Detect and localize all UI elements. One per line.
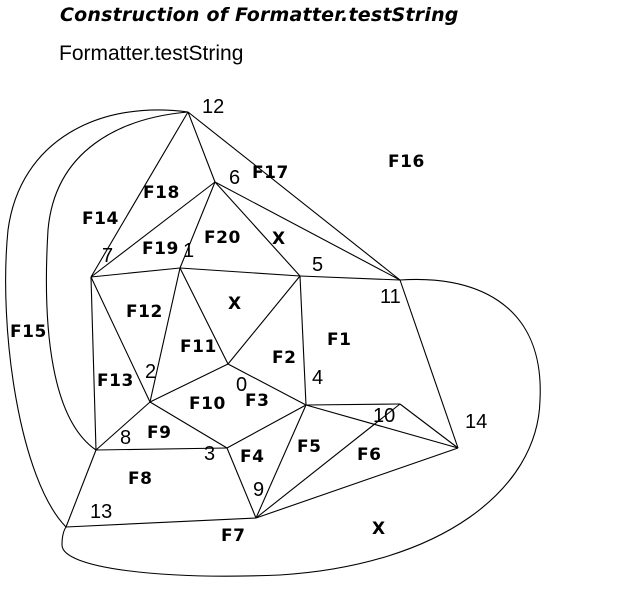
edge [187, 111, 216, 183]
face-label: F19 [142, 239, 179, 259]
face-label: X [228, 294, 242, 314]
face-label: F3 [245, 391, 269, 411]
edge [255, 403, 401, 519]
edge [227, 363, 307, 406]
edge [65, 517, 257, 528]
edge [95, 401, 151, 451]
edge [179, 267, 229, 365]
edge [149, 267, 181, 403]
face-label: F6 [357, 445, 381, 465]
edge [299, 275, 307, 406]
face-label: F7 [221, 526, 245, 546]
edge [149, 363, 229, 403]
face-label: F16 [388, 152, 425, 172]
face-label: F13 [97, 371, 134, 391]
edge [214, 181, 401, 281]
vertex-label: 12 [202, 96, 224, 118]
edge [95, 447, 228, 451]
face-label: F18 [143, 183, 180, 203]
face-label: X [272, 229, 286, 249]
edge [399, 403, 459, 449]
edge [305, 404, 459, 449]
edge [255, 447, 459, 519]
vertex-label: 11 [380, 286, 401, 308]
edge-curve-12-13 [5, 109, 189, 528]
face-label: F1 [327, 330, 351, 350]
edge [179, 181, 216, 269]
vertex-label: 14 [465, 411, 487, 433]
vertex-label: 9 [253, 479, 264, 501]
face-label: F11 [180, 337, 217, 357]
edge [90, 276, 151, 403]
edge [187, 111, 401, 281]
face-label: F4 [240, 447, 264, 467]
face-label: F2 [272, 348, 296, 368]
vertex-label: 6 [229, 167, 240, 189]
diagram-subtitle: Formatter.testString [59, 42, 244, 65]
edge [255, 404, 307, 519]
vertex-label: 8 [120, 427, 131, 449]
face-label: F10 [189, 394, 226, 414]
face-label: F14 [82, 209, 119, 229]
vertex-label: 0 [236, 374, 247, 396]
edge [227, 275, 301, 365]
edge [214, 181, 301, 277]
edge [399, 279, 459, 449]
vertex-label: 4 [312, 367, 323, 389]
edge [90, 181, 216, 278]
face-label: F20 [204, 228, 241, 248]
edge [305, 403, 401, 406]
vertex-label: 10 [373, 405, 395, 427]
vertex-label: 5 [312, 254, 323, 276]
vertex-label: 13 [90, 501, 112, 523]
diagram-title: Construction of Formatter.testString [60, 4, 459, 26]
edge [226, 404, 307, 449]
vertex-label: 2 [145, 361, 156, 383]
face-label: F5 [297, 437, 321, 457]
graph-edges [5, 109, 541, 577]
vertex-label: 3 [204, 443, 215, 465]
face-label: F17 [252, 163, 289, 183]
edge-curve-12-8 [45, 111, 189, 451]
edge [179, 267, 301, 277]
face-label: F9 [147, 423, 171, 443]
edge [226, 447, 257, 519]
edge [299, 275, 401, 281]
face-labels: F16 F17 F18 F14 F19 F20 X X F12 F1 F15 F… [10, 152, 425, 546]
vertex-label: 1 [183, 240, 194, 262]
vertex-labels: 12 6 7 1 5 11 2 0 4 10 14 8 3 9 13 [90, 96, 487, 523]
edge [149, 401, 228, 449]
edge [90, 267, 181, 278]
face-label: F8 [128, 469, 152, 489]
vertex-label: 7 [102, 245, 113, 267]
face-label: F12 [126, 302, 163, 322]
face-label: F15 [10, 322, 47, 342]
edge-curve-11-13 [61, 278, 541, 577]
face-label: X [372, 519, 386, 539]
edge [65, 449, 97, 528]
edge [90, 111, 189, 278]
edge [90, 276, 97, 451]
